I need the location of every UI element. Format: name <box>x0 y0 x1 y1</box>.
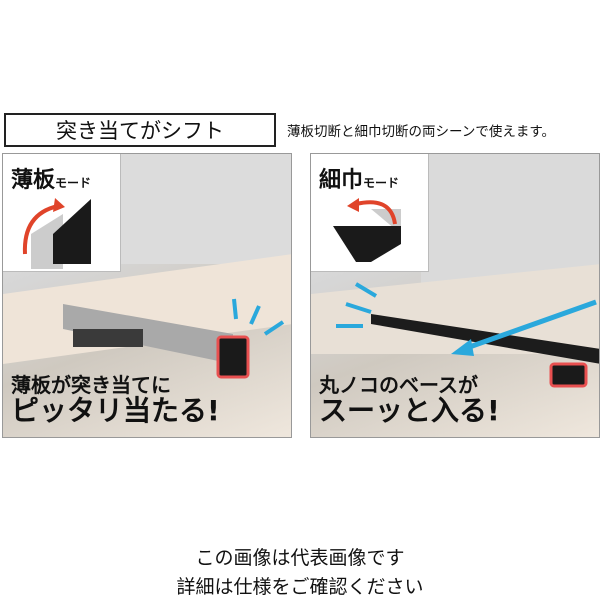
caption-line1: 丸ノコのベースが <box>319 373 478 398</box>
caption-line2: スーッと入る! <box>319 394 500 428</box>
caption-line2: ピッタリ当たる! <box>11 394 220 428</box>
mode-inset: 細巾モード <box>311 154 429 272</box>
stopper-rotate-left-illustration <box>333 198 401 262</box>
feature-title: 突き当てがシフト <box>56 119 224 143</box>
feature-title-box: 突き当てがシフト <box>4 113 276 147</box>
caption-line1: 薄板が突き当てに <box>11 373 171 398</box>
mode-label: 薄板 <box>11 168 56 193</box>
mode-suffix: モード <box>363 176 400 190</box>
thin-board-mode-panel: 薄板モード 薄板が突き当てにピッタリ当たる! <box>2 153 292 438</box>
feature-subtitle: 薄板切断と細巾切断の両シーンで使えます。 <box>287 124 555 140</box>
saw-photo-narrow-width <box>311 154 599 388</box>
disclaimer-line2: 詳細は仕様をご確認ください <box>176 576 424 598</box>
saw-photo-thin-board <box>3 154 291 379</box>
disclaimer-line1: この画像は代表画像です <box>195 547 405 569</box>
mode-suffix: モード <box>55 176 92 190</box>
narrow-width-mode-panel: 細巾モード 丸ノコのベースがスーッと入る! <box>310 153 600 438</box>
stopper-rotate-right-illustration <box>22 198 91 269</box>
mode-inset: 薄板モード <box>3 154 121 272</box>
mode-label: 細巾 <box>319 168 364 193</box>
